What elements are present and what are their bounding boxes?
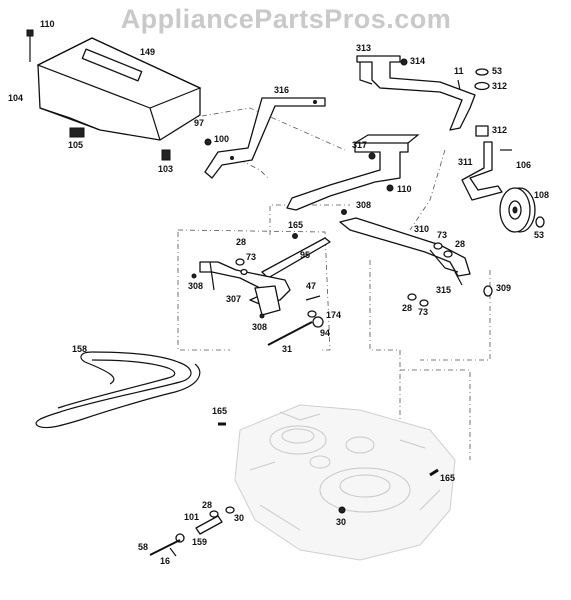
part-label: 309 — [496, 283, 511, 293]
part-label: 94 — [320, 328, 330, 338]
part-label: 158 — [72, 344, 87, 354]
part-308-pin-b — [191, 273, 197, 279]
drive-belt — [35, 351, 201, 429]
part-label: 310 — [414, 224, 429, 234]
part-53-washer-top — [475, 68, 489, 76]
part-label: 95 — [300, 250, 310, 260]
part-label: 317 — [352, 140, 367, 150]
part-101-sleeve — [195, 515, 223, 535]
part-30-nut-b — [338, 506, 346, 514]
part-label: 312 — [492, 125, 507, 135]
part-310-lift-arm — [339, 217, 471, 277]
watermark-text: AppliancePartsPros.com — [121, 4, 452, 34]
part-73-washer-a — [433, 242, 443, 250]
part-label: 314 — [410, 56, 425, 66]
part-label: 308 — [252, 322, 267, 332]
part-label: 16 — [160, 556, 170, 566]
part-105-block — [69, 127, 85, 138]
part-31-rod — [267, 321, 313, 346]
part-30-washer-a — [225, 506, 235, 514]
part-label: 165 — [212, 406, 227, 416]
part-47-spring — [305, 295, 321, 301]
part-label: 28 — [455, 239, 465, 249]
part-label: 11 — [454, 66, 464, 76]
part-label: 159 — [192, 537, 207, 547]
part-label: 31 — [282, 344, 292, 354]
part-label: 149 — [140, 47, 155, 57]
part-53-washer-wheel — [535, 216, 545, 228]
part-label: 73 — [246, 252, 256, 262]
part-309-washer — [483, 285, 493, 297]
part-label: 58 — [138, 542, 148, 552]
part-315-pin — [454, 271, 463, 286]
part-label: 28 — [402, 303, 412, 313]
part-label: 308 — [188, 281, 203, 291]
part-16-pin — [169, 547, 177, 557]
part-label: 53 — [492, 66, 502, 76]
mower-deck — [234, 404, 456, 561]
part-label: 28 — [202, 500, 212, 510]
part-label: 100 — [214, 134, 229, 144]
part-label: 28 — [236, 237, 246, 247]
part-label: 165 — [440, 473, 455, 483]
part-308-pin-a — [341, 209, 347, 215]
part-314-bolt — [400, 58, 408, 66]
part-lift-bracket — [286, 134, 420, 211]
part-95-link-rod — [261, 237, 331, 279]
part-label: 47 — [306, 281, 316, 291]
part-149-cover — [36, 37, 202, 141]
part-308-pin-c — [259, 313, 265, 319]
part-labels: 110 149 104 97 100 105 103 316 313 314 1… — [8, 19, 549, 566]
part-label: 174 — [326, 310, 341, 320]
part-label: 73 — [418, 307, 428, 317]
assembly-guide-lines — [177, 107, 491, 500]
part-165-bolt-c — [429, 468, 439, 477]
part-label: 105 — [68, 140, 83, 150]
part-100-bolt — [204, 138, 212, 146]
part-307-lever — [199, 261, 291, 316]
part-label: 313 — [356, 43, 371, 53]
part-316-bracket — [204, 97, 326, 179]
part-label: 110 — [397, 184, 412, 194]
part-label: 315 — [436, 285, 451, 295]
part-label: 165 — [288, 220, 303, 230]
part-311-spindle — [461, 141, 512, 201]
part-11-pin — [457, 79, 461, 91]
part-28-washer-b — [235, 258, 245, 266]
part-103-block — [161, 149, 171, 161]
part-label: 104 — [8, 93, 23, 103]
part-label: 316 — [274, 85, 289, 95]
part-174-washer — [307, 310, 317, 318]
part-label: 106 — [516, 160, 531, 170]
part-28-washer-a — [443, 250, 453, 258]
part-73-washer-c — [419, 299, 429, 307]
part-label: 108 — [534, 190, 549, 200]
part-label: 101 — [184, 512, 199, 522]
part-313-axle-bracket — [356, 55, 476, 131]
part-label: 110 — [40, 19, 55, 29]
part-label: 30 — [336, 517, 346, 527]
part-label: 97 — [194, 118, 204, 128]
part-110-nut — [386, 184, 394, 192]
part-label: 307 — [226, 294, 241, 304]
part-label: 30 — [234, 513, 244, 523]
part-312-bushing-top — [474, 81, 490, 91]
part-58-rod — [149, 539, 181, 556]
part-label: 311 — [458, 157, 473, 167]
part-28-washer-c — [407, 293, 417, 301]
part-108-wheel — [499, 187, 536, 233]
part-label: 73 — [437, 230, 447, 240]
part-label: 103 — [158, 164, 173, 174]
part-165-bolt-a — [292, 233, 298, 239]
part-73-washer-b — [240, 268, 248, 276]
part-28-washer-d — [209, 510, 219, 518]
part-94-nut — [312, 316, 324, 328]
part-label: 312 — [492, 81, 507, 91]
part-label: 53 — [534, 230, 544, 240]
part-label: 308 — [356, 200, 371, 210]
part-317-nut — [368, 152, 376, 160]
